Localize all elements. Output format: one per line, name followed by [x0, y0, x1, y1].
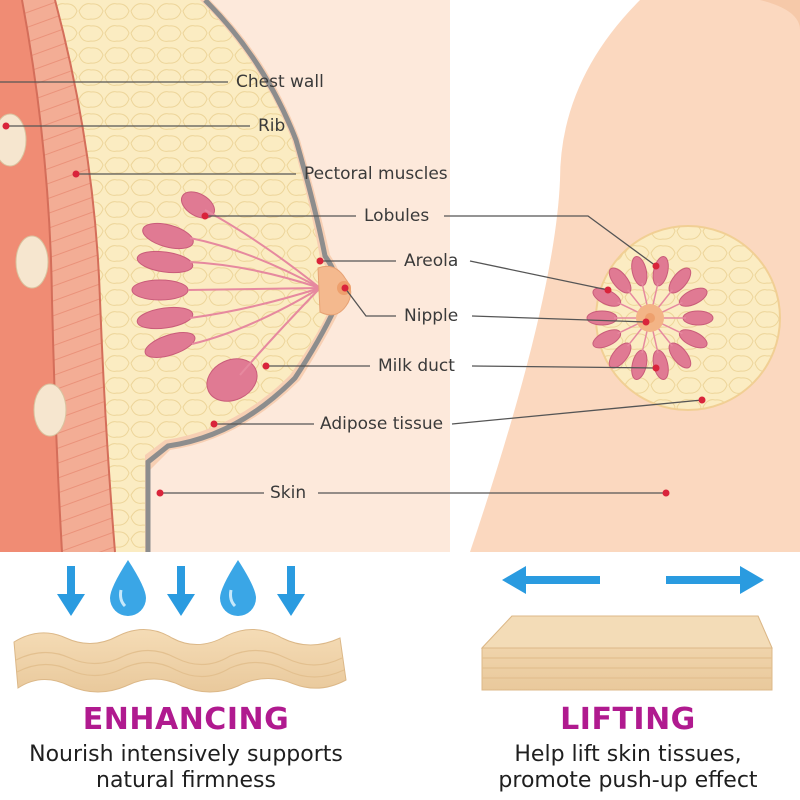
- lifting-title: LIFTING: [560, 702, 696, 737]
- enhancing-illustration: [13, 560, 347, 693]
- label-milk-duct: Milk duct: [378, 356, 455, 376]
- arrow-down-icon: [277, 566, 305, 616]
- leader-lines: [0, 81, 703, 494]
- water-drop-icon: [220, 560, 256, 616]
- water-drop-icon: [110, 560, 146, 616]
- arrow-down-icon: [57, 566, 85, 616]
- lifting-illustration: [480, 566, 773, 691]
- label-lobules: Lobules: [364, 206, 430, 226]
- enhancing-line-2: natural firmness: [96, 768, 276, 793]
- rib: [33, 383, 67, 437]
- milk-ducts: [187, 209, 321, 376]
- label-chest-wall: Chest wall: [236, 72, 324, 92]
- enhancing-line-1: Nourish intensively supports: [29, 742, 343, 767]
- label-nipple: Nipple: [404, 306, 459, 326]
- arrow-down-icon: [167, 566, 195, 616]
- label-skin: Skin: [270, 483, 307, 503]
- adipose-tissue: [40, 0, 334, 552]
- skin-layer-wave: [13, 629, 347, 693]
- lobule-front: [682, 310, 714, 326]
- arrow-right-icon: [666, 566, 764, 594]
- label-areola: Areola: [404, 251, 459, 271]
- lifting-line-2: promote push-up effect: [498, 768, 758, 793]
- front-view: [450, 0, 800, 552]
- arrow-left-icon: [502, 566, 600, 594]
- lifting-line-1: Help lift skin tissues,: [514, 742, 742, 767]
- enhancing-description: Nourish intensively supports natural fir…: [0, 742, 386, 794]
- lobule-front: [586, 310, 618, 326]
- label-adipose-tissue: Adipose tissue: [320, 414, 444, 434]
- leader-dots: [2, 122, 706, 497]
- lifting-description: Help lift skin tissues, promote push-up …: [428, 742, 800, 794]
- rib: [15, 235, 49, 289]
- label-rib: Rib: [258, 116, 286, 136]
- label-pectoral-muscles: Pectoral muscles: [304, 164, 448, 184]
- enhancing-title: ENHANCING: [82, 702, 290, 737]
- areola: [317, 265, 352, 316]
